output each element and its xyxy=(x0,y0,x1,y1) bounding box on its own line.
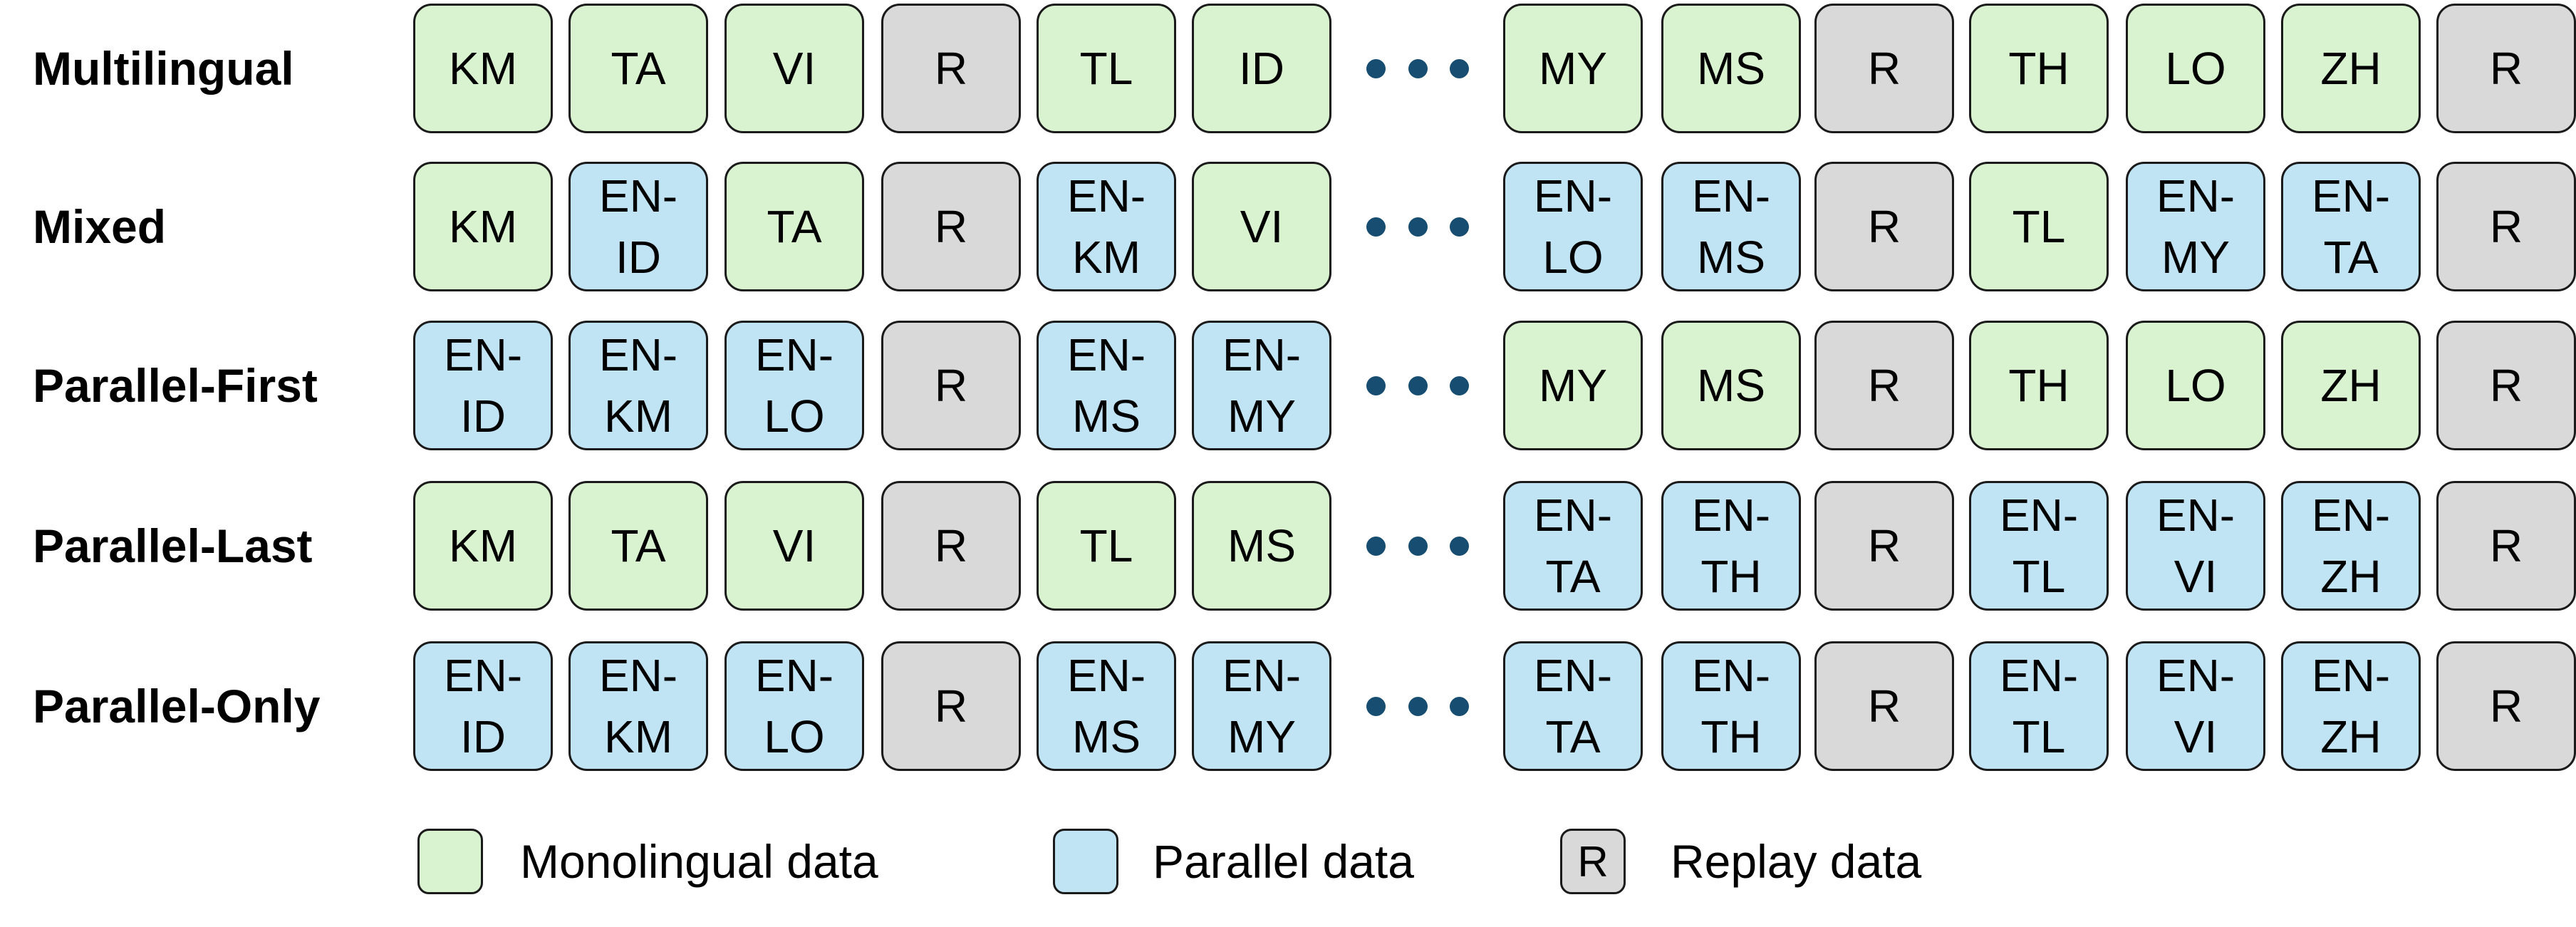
row-label: Parallel-First xyxy=(33,359,318,412)
stage-box-replay: R xyxy=(1814,321,1954,450)
stage-box-monolingual: ID xyxy=(1192,4,1331,133)
ellipsis-dot xyxy=(1450,536,1469,556)
ellipsis-dot xyxy=(1366,696,1386,716)
ellipsis-dot xyxy=(1408,536,1428,556)
ellipsis-dot xyxy=(1366,536,1386,556)
stage-box-parallel: EN- KM xyxy=(568,321,708,450)
row-label: Parallel-Only xyxy=(33,680,321,732)
stage-box-replay: R xyxy=(2436,162,2576,291)
stage-box-replay: R xyxy=(2436,481,2576,611)
ellipsis-icon xyxy=(1366,54,1469,83)
ellipsis-dot xyxy=(1450,58,1469,78)
stage-box-parallel: EN- KM xyxy=(568,641,708,771)
stage-box-replay: R xyxy=(2436,4,2576,133)
stage-box-parallel: EN- ID xyxy=(413,321,553,450)
stage-box-parallel: EN- VI xyxy=(2126,641,2265,771)
row-label: Parallel-Last xyxy=(33,519,313,572)
stage-box-monolingual: TA xyxy=(724,162,864,291)
ellipsis-icon xyxy=(1366,212,1469,241)
stage-box-replay: R xyxy=(2436,321,2576,450)
stage-box-monolingual: TL xyxy=(1037,4,1176,133)
legend-label-parallel: Parallel data xyxy=(1153,835,1414,888)
stage-box-monolingual: MS xyxy=(1661,4,1801,133)
stage-box-replay: R xyxy=(1814,641,1954,771)
stage-box-parallel: EN- VI xyxy=(2126,481,2265,611)
stage-box-parallel: EN- ZH xyxy=(2281,481,2421,611)
stage-box-parallel: EN- TL xyxy=(1969,481,2109,611)
stage-box-parallel: EN- TA xyxy=(1503,481,1643,611)
ellipsis-dot xyxy=(1408,696,1428,716)
stage-box-parallel: EN- MS xyxy=(1037,641,1176,771)
stage-box-parallel: EN- TA xyxy=(2281,162,2421,291)
stage-box-parallel: EN- ZH xyxy=(2281,641,2421,771)
ellipsis-icon xyxy=(1366,692,1469,720)
stage-box-replay: R xyxy=(881,641,1021,771)
stage-box-parallel: EN- MS xyxy=(1037,321,1176,450)
stage-box-monolingual: KM xyxy=(413,162,553,291)
stage-box-monolingual: TH xyxy=(1969,4,2109,133)
ellipsis-dot xyxy=(1450,376,1469,395)
row-label: Multilingual xyxy=(33,42,294,95)
stage-box-monolingual: MS xyxy=(1192,481,1331,611)
stage-box-parallel: EN- MY xyxy=(1192,641,1331,771)
stage-box-monolingual: MY xyxy=(1503,4,1643,133)
stage-box-replay: R xyxy=(1814,162,1954,291)
stage-box-parallel: EN- ID xyxy=(568,162,708,291)
ellipsis-dot xyxy=(1366,376,1386,395)
stage-box-replay: R xyxy=(881,481,1021,611)
stage-box-parallel: EN- TH xyxy=(1661,641,1801,771)
ellipsis-dot xyxy=(1450,217,1469,237)
stage-box-monolingual: LO xyxy=(2126,321,2265,450)
legend-label-monolingual: Monolingual data xyxy=(520,835,878,888)
stage-box-monolingual: LO xyxy=(2126,4,2265,133)
stage-box-parallel: EN- MY xyxy=(1192,321,1331,450)
stage-box-parallel: EN- LO xyxy=(724,321,864,450)
stage-box-parallel: EN- ID xyxy=(413,641,553,771)
stage-box-replay: R xyxy=(1814,4,1954,133)
stage-box-parallel: EN- LO xyxy=(1503,162,1643,291)
stage-box-replay: R xyxy=(881,162,1021,291)
stage-box-monolingual: KM xyxy=(413,481,553,611)
stage-box-parallel: EN- TL xyxy=(1969,641,2109,771)
stage-box-parallel: EN- MY xyxy=(2126,162,2265,291)
stage-box-monolingual: TL xyxy=(1037,481,1176,611)
legend-label-replay: Replay data xyxy=(1671,835,1922,888)
stage-box-monolingual: TA xyxy=(568,4,708,133)
stage-box-monolingual: MS xyxy=(1661,321,1801,450)
stage-box-monolingual: ZH xyxy=(2281,4,2421,133)
stage-box-monolingual: VI xyxy=(1192,162,1331,291)
ellipsis-dot xyxy=(1408,376,1428,395)
stage-box-replay: R xyxy=(881,4,1021,133)
ellipsis-dot xyxy=(1366,217,1386,237)
legend-swatch-monolingual xyxy=(417,829,483,894)
stage-box-monolingual: VI xyxy=(724,481,864,611)
ellipsis-icon xyxy=(1366,532,1469,560)
stage-box-monolingual: KM xyxy=(413,4,553,133)
ellipsis-icon xyxy=(1366,371,1469,400)
stage-box-parallel: EN- LO xyxy=(724,641,864,771)
ellipsis-dot xyxy=(1408,58,1428,78)
stage-box-replay: R xyxy=(1814,481,1954,611)
stage-box-parallel: EN- TA xyxy=(1503,641,1643,771)
stage-box-parallel: EN- MS xyxy=(1661,162,1801,291)
legend-swatch-parallel xyxy=(1053,829,1118,894)
ellipsis-dot xyxy=(1366,58,1386,78)
legend-swatch-replay: R xyxy=(1560,829,1626,894)
stage-box-parallel: EN- TH xyxy=(1661,481,1801,611)
stage-box-monolingual: ZH xyxy=(2281,321,2421,450)
stage-box-replay: R xyxy=(881,321,1021,450)
stage-box-monolingual: MY xyxy=(1503,321,1643,450)
ellipsis-dot xyxy=(1450,696,1469,716)
row-label: Mixed xyxy=(33,200,167,253)
stage-box-monolingual: TL xyxy=(1969,162,2109,291)
stage-box-monolingual: TH xyxy=(1969,321,2109,450)
stage-box-monolingual: TA xyxy=(568,481,708,611)
stage-box-replay: R xyxy=(2436,641,2576,771)
stage-box-monolingual: VI xyxy=(724,4,864,133)
ellipsis-dot xyxy=(1408,217,1428,237)
stage-box-parallel: EN- KM xyxy=(1037,162,1176,291)
